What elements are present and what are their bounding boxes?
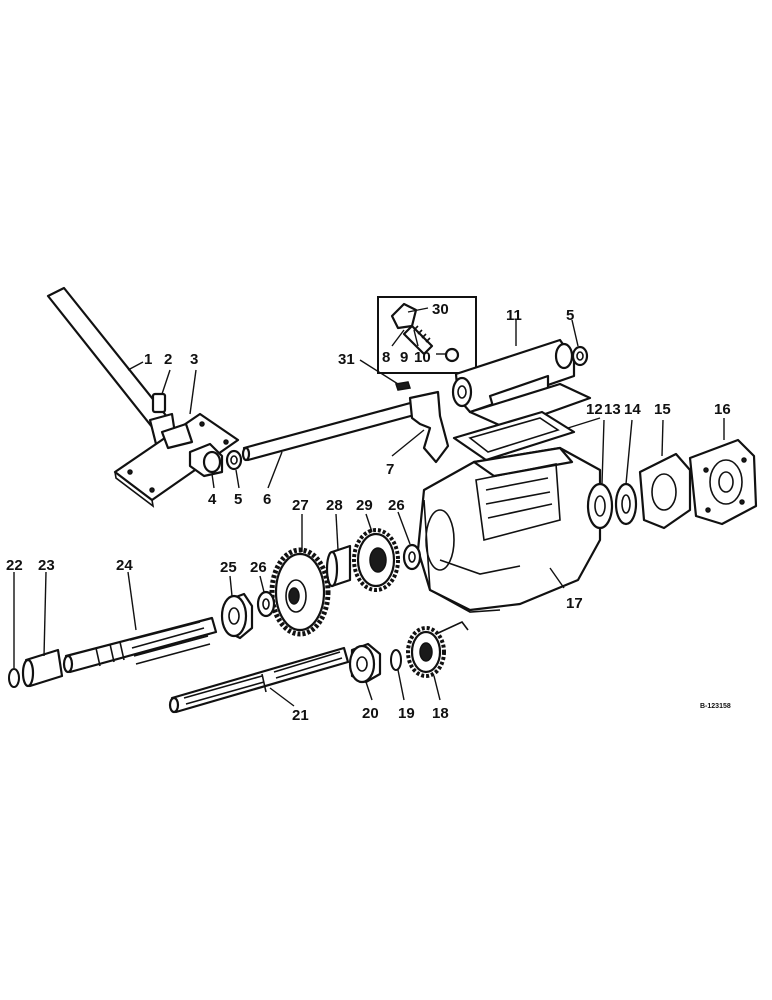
callout-labels: 1 2 3 4 5 6 7 31 30 8 9 10 11 5 12 13 14… <box>6 301 731 724</box>
leader-lines <box>13 307 725 707</box>
main-shaft <box>62 616 218 674</box>
callout-30: 30 <box>432 301 449 318</box>
callout-29: 29 <box>356 497 373 514</box>
callout-1: 1 <box>144 351 152 368</box>
snap-ring-left <box>8 668 20 688</box>
shaft-collar <box>348 642 382 684</box>
callout-3: 3 <box>190 351 198 368</box>
callout-5-right: 5 <box>566 307 574 324</box>
callout-8: 8 <box>382 349 390 366</box>
callout-19: 19 <box>398 705 415 722</box>
callout-23: 23 <box>38 557 55 574</box>
callout-22: 22 <box>6 557 23 574</box>
callout-12: 12 <box>586 401 603 418</box>
spacer-left <box>256 590 276 618</box>
shifter-housing <box>451 338 592 430</box>
shifter-plate <box>113 412 240 508</box>
small-gear <box>406 621 469 678</box>
snap-ring-right <box>390 649 402 671</box>
lever-pin <box>151 392 167 414</box>
shaft-sleeve <box>21 648 64 688</box>
case-gasket <box>638 452 692 530</box>
callout-16: 16 <box>714 401 731 418</box>
washer-right <box>571 345 589 367</box>
shift-lever <box>46 286 178 446</box>
shift-fork <box>408 390 450 464</box>
callout-2: 2 <box>164 351 172 368</box>
callout-24: 24 <box>116 557 133 574</box>
callout-11: 11 <box>506 307 522 324</box>
callout-7: 7 <box>386 461 394 478</box>
housing-gasket <box>452 410 576 462</box>
set-screw <box>395 381 411 391</box>
detent-inset <box>377 296 477 374</box>
washer-left <box>225 449 243 471</box>
callout-20: 20 <box>362 705 379 722</box>
callout-31: 31 <box>338 351 355 368</box>
countershaft <box>168 646 350 714</box>
callout-6: 6 <box>263 491 271 508</box>
callout-15: 15 <box>654 401 671 418</box>
callout-28: 28 <box>326 497 343 514</box>
end-cover <box>688 438 758 526</box>
seal-ring <box>614 482 638 526</box>
callout-17: 17 <box>566 595 583 612</box>
callout-9: 9 <box>400 349 408 366</box>
callout-5-left: 5 <box>234 491 242 508</box>
thrust-collar <box>220 592 254 640</box>
shift-rod <box>241 400 420 462</box>
callout-21: 21 <box>292 707 309 724</box>
callout-26-left: 26 <box>250 559 267 576</box>
callout-4: 4 <box>208 491 217 508</box>
bearing-retainer <box>586 482 614 530</box>
spacer-right <box>402 543 422 571</box>
callout-18: 18 <box>432 705 449 722</box>
callout-26-right: 26 <box>388 497 405 514</box>
large-gear <box>269 547 331 637</box>
callout-14: 14 <box>624 401 641 418</box>
callout-27: 27 <box>292 497 309 514</box>
callout-25: 25 <box>220 559 237 576</box>
callout-13: 13 <box>604 401 621 418</box>
bushing <box>325 544 352 588</box>
shift-bracket <box>188 442 224 478</box>
callout-10: 10 <box>414 349 431 366</box>
sliding-gear <box>352 528 400 592</box>
transmission-case <box>416 446 602 613</box>
drawing-reference: B-123158 <box>700 703 731 710</box>
